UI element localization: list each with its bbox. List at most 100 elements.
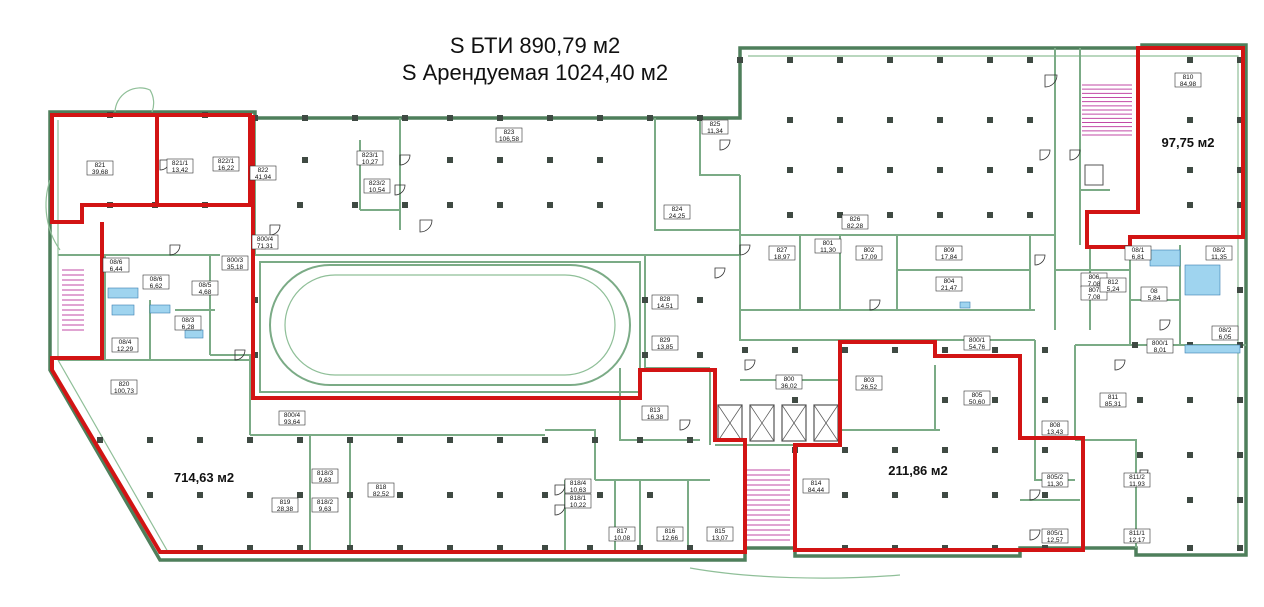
door-swing bbox=[1039, 149, 1051, 161]
room-number: 08/4 bbox=[119, 339, 132, 346]
column bbox=[697, 297, 703, 303]
column bbox=[1137, 452, 1143, 458]
room-number: 814 bbox=[811, 480, 822, 487]
column bbox=[147, 437, 153, 443]
room-label-box bbox=[963, 335, 991, 351]
column bbox=[297, 202, 303, 208]
room-label-box bbox=[1041, 472, 1069, 488]
building-outline bbox=[45, 43, 1248, 579]
room-label-box bbox=[311, 468, 339, 484]
room-number: 815 bbox=[715, 528, 726, 535]
room-area: 17,84 bbox=[941, 254, 958, 261]
door-swing bbox=[234, 349, 246, 361]
column bbox=[887, 167, 893, 173]
door-swings bbox=[159, 74, 1171, 541]
room-label-box bbox=[110, 379, 138, 395]
column bbox=[687, 437, 693, 443]
column bbox=[247, 492, 253, 498]
room-area: 16,38 bbox=[647, 414, 664, 421]
column bbox=[347, 437, 353, 443]
room-number: 800/3 bbox=[227, 257, 244, 264]
room-number: 810 bbox=[1183, 74, 1194, 81]
room-number: 818/3 bbox=[317, 470, 334, 477]
structural-columns bbox=[97, 57, 1243, 551]
column bbox=[302, 157, 308, 163]
room-number: 804 bbox=[944, 278, 955, 285]
column bbox=[1027, 212, 1033, 218]
room-area: 100,73 bbox=[114, 388, 134, 395]
room-number: 819 bbox=[280, 499, 291, 506]
room-area: 12,66 bbox=[662, 535, 679, 542]
room-label: 818/39,63 bbox=[311, 468, 339, 484]
door-swing bbox=[1114, 359, 1126, 371]
door-swing bbox=[169, 244, 181, 256]
column bbox=[397, 492, 403, 498]
room-label-box bbox=[1123, 472, 1151, 488]
room-number: 801 bbox=[823, 240, 834, 247]
column bbox=[992, 397, 998, 403]
column bbox=[1237, 167, 1243, 173]
room-area: 5,24 bbox=[1107, 286, 1120, 293]
room-number: 800/4 bbox=[284, 412, 301, 419]
room-number: 818 bbox=[376, 484, 387, 491]
room-label-box bbox=[841, 214, 869, 230]
room-area: 9,63 bbox=[319, 477, 332, 484]
room-area: 9,63 bbox=[319, 506, 332, 513]
room-number: 800/4 bbox=[257, 236, 274, 243]
room-label-box bbox=[1099, 277, 1127, 293]
column bbox=[547, 202, 553, 208]
room-area: 4,68 bbox=[199, 289, 212, 296]
room-label: 08/36,28 bbox=[174, 315, 202, 331]
room-label: 08/26,05 bbox=[1211, 325, 1239, 341]
room-number: 08/6 bbox=[110, 259, 123, 266]
column bbox=[1237, 452, 1243, 458]
room-number: 823 bbox=[504, 129, 515, 136]
column bbox=[97, 437, 103, 443]
column bbox=[637, 437, 643, 443]
column bbox=[347, 492, 353, 498]
column bbox=[1237, 202, 1243, 208]
room-label-box bbox=[651, 294, 679, 310]
room-number: 08/3 bbox=[182, 317, 195, 324]
room-label-box bbox=[367, 482, 395, 498]
room-label: 08/54,68 bbox=[191, 280, 219, 296]
column bbox=[987, 212, 993, 218]
door-swing bbox=[554, 484, 566, 496]
room-label-box bbox=[656, 526, 684, 542]
column bbox=[197, 437, 203, 443]
column bbox=[842, 347, 848, 353]
column bbox=[302, 115, 308, 121]
room-label-box bbox=[251, 234, 279, 250]
column bbox=[397, 545, 403, 551]
column bbox=[1132, 342, 1138, 348]
column bbox=[937, 167, 943, 173]
column bbox=[942, 492, 948, 498]
sanitary-fixtures bbox=[107, 249, 1241, 354]
room-area: 12,29 bbox=[117, 346, 134, 353]
room-label-box bbox=[142, 274, 170, 290]
column bbox=[497, 202, 503, 208]
column bbox=[397, 437, 403, 443]
column bbox=[942, 347, 948, 353]
column bbox=[1042, 492, 1048, 498]
room-area: 21,47 bbox=[941, 285, 958, 292]
column bbox=[1187, 452, 1193, 458]
room-label-box bbox=[221, 255, 249, 271]
column bbox=[592, 437, 598, 443]
room-area: 10,08 bbox=[614, 535, 631, 542]
column bbox=[1237, 287, 1243, 293]
room-label-box bbox=[271, 497, 299, 513]
column bbox=[787, 212, 793, 218]
room-label-box bbox=[363, 178, 391, 194]
room-label-box bbox=[651, 335, 679, 351]
column bbox=[497, 545, 503, 551]
column bbox=[447, 202, 453, 208]
room-area: 8,01 bbox=[1154, 347, 1167, 354]
door-swing bbox=[269, 224, 281, 236]
room-label-box bbox=[608, 526, 636, 542]
room-number: 821/1 bbox=[172, 160, 189, 167]
room-number: 08/6 bbox=[150, 276, 163, 283]
